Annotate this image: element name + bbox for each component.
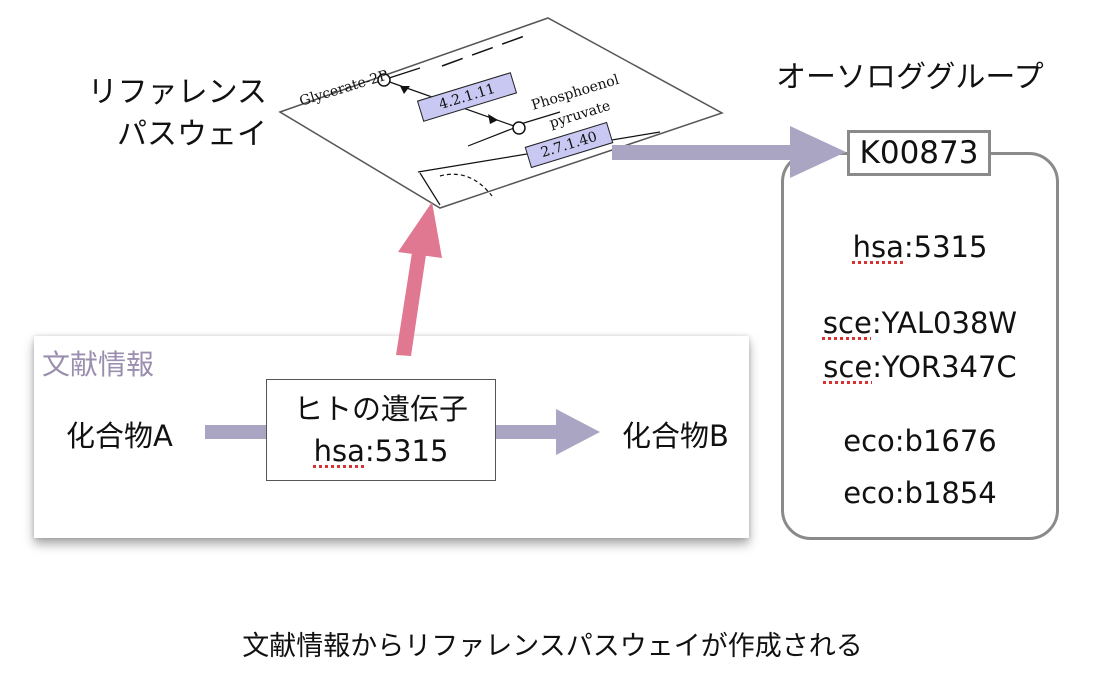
ortholog-gene-5[interactable]: eco:b1854 <box>781 476 1059 510</box>
human-gene-id: hsa:5315 <box>267 430 495 472</box>
ortholog-gene-1-org: hsa <box>852 230 904 264</box>
human-gene-label: ヒトの遺伝子 <box>293 392 468 426</box>
ortholog-gene-3-org: sce <box>823 350 873 384</box>
ortholog-gene-2-org: sce <box>822 306 872 340</box>
ko-id-box[interactable]: K00873 <box>847 130 991 176</box>
ortholog-gene-5-id: :b1854 <box>894 476 997 510</box>
human-gene-number: :5315 <box>364 434 449 468</box>
compound-label-left: Glycerate-2P <box>297 67 391 110</box>
ec-box-bottom[interactable]: 2.7.1.40 <box>524 121 614 169</box>
human-gene-org: hsa <box>313 434 365 468</box>
ortholog-gene-1-id: :5315 <box>903 230 988 264</box>
compound-b: 化合物B <box>622 419 729 453</box>
compound-a: 化合物A <box>66 419 173 453</box>
ortholog-gene-2[interactable]: sce:YAL038W <box>781 306 1059 340</box>
ortholog-group-title: オーソロググループ <box>776 60 1044 95</box>
ortholog-gene-2-id: :YAL038W <box>871 306 1018 340</box>
compound-node-left <box>377 73 391 87</box>
literature-title: 文献情報 <box>42 348 155 381</box>
reference-pathway-label: リファレンス パスウェイ <box>88 72 267 156</box>
compound-label-right-line1: Phosphoenol <box>529 71 622 114</box>
ortholog-gene-1[interactable]: hsa:5315 <box>781 230 1059 264</box>
ortholog-gene-4-org: eco <box>843 424 895 458</box>
figure-caption: 文献情報からリファレンスパスウェイが作成される <box>242 631 863 662</box>
compound-label-right-line2: pyruvate <box>547 98 613 132</box>
ortholog-gene-3[interactable]: sce:YOR347C <box>781 350 1059 384</box>
arrow-literature-to-pathway <box>396 202 442 356</box>
ec-box-top[interactable]: 4.2.1.11 <box>416 72 518 122</box>
ortholog-gene-5-org: eco <box>843 476 895 510</box>
human-gene-box[interactable]: ヒトの遺伝子 hsa:5315 <box>266 379 496 481</box>
reference-pathway-label-line2: パスウェイ <box>117 117 267 152</box>
ortholog-gene-3-id: :YOR347C <box>872 350 1017 384</box>
ortholog-group-box <box>781 152 1059 540</box>
ortholog-gene-4[interactable]: eco:b1676 <box>781 424 1059 458</box>
ortholog-gene-4-id: :b1676 <box>894 424 997 458</box>
compound-node-right <box>512 121 526 135</box>
reference-pathway-label-line1: リファレンス <box>87 75 267 110</box>
